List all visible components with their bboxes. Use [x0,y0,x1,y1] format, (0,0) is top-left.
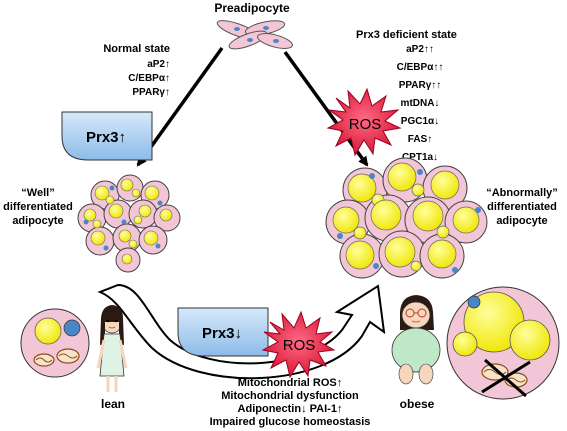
normal-marker: aP2↑ [147,59,170,70]
ros-bottom-label: ROS [283,337,316,354]
normal-marker: PPARγ↑ [132,87,170,98]
well-label-line: adipocyte [12,215,63,227]
lean-cell-zoom [20,308,90,378]
obese-person-figure [391,295,441,385]
effects-block: Mitochondrial ROS↑ Mitochondrial dysfunc… [210,377,371,428]
obese-cell-zoom [446,286,560,400]
abnormal-adipocyte-label: “Abnormally” differentiated adipocyte [486,187,558,227]
deficient-marker: PPARγ↑↑ [399,80,442,91]
effect-line: Mitochondrial ROS↑ [238,377,343,389]
deficient-marker: C/EBPα↑↑ [397,62,444,73]
lean-person-figure [96,305,128,392]
ros-top-label: ROS [349,116,382,133]
deficient-marker: mtDNA↓ [401,98,440,109]
ros-burst-top: ROS [326,87,402,157]
effect-line: Impaired glucose homeostasis [210,416,371,428]
deficient-marker: CPT1a↓ [402,152,438,163]
ros-burst-bottom: ROS [261,310,336,379]
normal-state-title: Normal state [103,43,170,55]
effect-line: Mitochondrial dysfunction [221,390,359,402]
abnormal-adipocyte-cluster [325,157,488,279]
well-label-line: differentiated [3,201,73,213]
prx3-up-label: Prx3↑ [86,129,126,146]
well-label-line: “Well” [21,187,54,199]
effect-line: Adiponectin↓ PAI-1↑ [238,403,343,415]
deficient-state-title: Prx3 deficient state [356,29,457,41]
well-adipocyte-cluster [77,174,181,273]
normal-state-block: Normal state aP2↑ C/EBPα↑ PPARγ↑ [103,43,170,98]
preadipocyte-label: Preadipocyte [214,1,290,15]
deficient-marker: aP2↑↑ [406,44,434,55]
deficient-state-block: Prx3 deficient state aP2↑↑ C/EBPα↑↑ PPAR… [356,29,457,163]
prx3-down-tag: Prx3↓ [177,307,269,357]
abnormal-label-line: “Abnormally” [486,187,558,199]
abnormal-label-line: adipocyte [496,215,547,227]
deficient-marker: FAS↑ [408,134,432,145]
obese-label: obese [400,397,435,411]
normal-marker: C/EBPα↑ [128,73,170,84]
preadipocyte-cells [216,20,293,50]
abnormal-label-line: differentiated [487,201,557,213]
prx3-up-tag: Prx3↑ [61,111,153,161]
lean-label: lean [101,397,125,411]
well-adipocyte-label: “Well” differentiated adipocyte [3,187,73,227]
deficient-marker: PGC1α↓ [401,116,439,127]
prx3-down-label: Prx3↓ [202,325,242,342]
